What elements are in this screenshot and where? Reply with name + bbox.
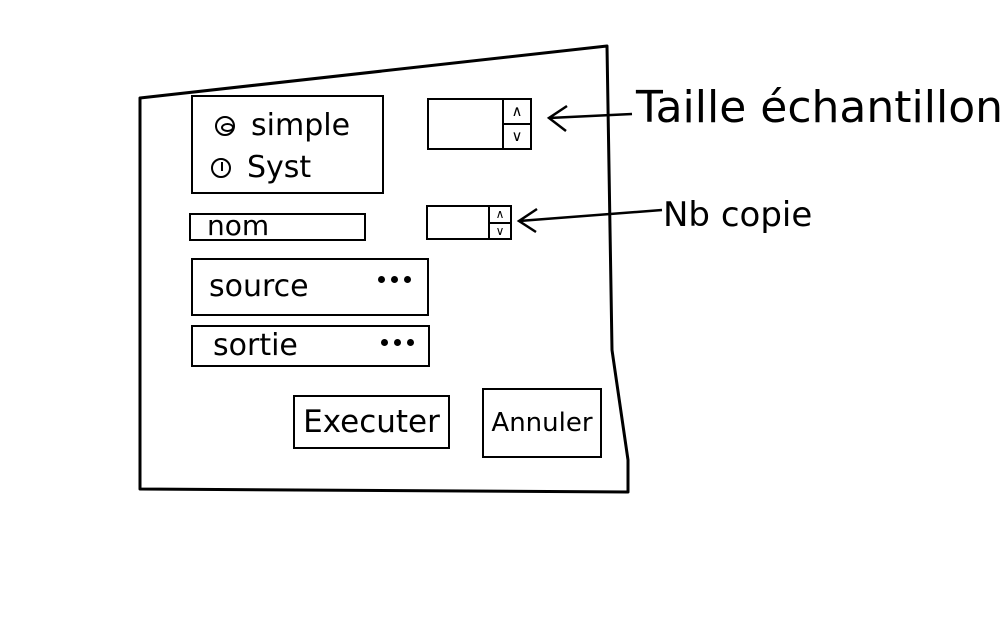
ellipsis-icon (381, 339, 388, 346)
output-field[interactable]: sortie (191, 325, 430, 367)
radio-option-syst[interactable]: Syst (211, 153, 311, 183)
copies-up-button[interactable]: ∧ (490, 207, 510, 222)
name-field[interactable]: nom (189, 209, 366, 242)
chevron-down-icon: ∨ (511, 127, 523, 145)
source-field[interactable]: source (191, 258, 429, 316)
sample-size-down-button[interactable]: ∨ (504, 123, 530, 148)
sample-size-up-button[interactable]: ∧ (504, 100, 530, 123)
source-browse-button[interactable] (378, 276, 411, 283)
source-field-placeholder: source (209, 269, 309, 304)
execute-button[interactable]: Executer (293, 395, 450, 449)
chevron-up-icon: ∧ (495, 207, 505, 222)
radio-label-simple: simple (251, 108, 351, 143)
ellipsis-icon (407, 339, 414, 346)
sample-size-spinner[interactable]: ∧ ∨ (427, 98, 532, 150)
radio-unselected-icon (211, 158, 231, 178)
radio-label-syst: Syst (247, 150, 312, 185)
chevron-down-icon: ∨ (495, 223, 505, 238)
sampling-mode-radio-group: simple Syst (191, 95, 384, 194)
chevron-up-icon: ∧ (511, 102, 523, 120)
output-field-placeholder: sortie (213, 328, 298, 363)
cancel-button[interactable]: Annuler (482, 388, 602, 458)
ellipsis-icon (394, 339, 401, 346)
annotation-sample-size: Taille échantillon (636, 82, 1004, 133)
arrow-left-icon (546, 104, 633, 132)
execute-button-label: Executer (303, 403, 440, 440)
copies-down-button[interactable]: ∨ (490, 221, 510, 239)
ellipsis-icon (391, 276, 398, 283)
ellipsis-icon (404, 276, 411, 283)
radio-selected-icon (215, 116, 235, 136)
output-browse-button[interactable] (381, 339, 414, 346)
cancel-button-label: Annuler (491, 408, 593, 438)
name-field-placeholder: nom (207, 209, 270, 242)
arrow-left-icon (516, 207, 663, 234)
ellipsis-icon (378, 276, 385, 283)
annotation-copies: Nb copie (663, 195, 813, 235)
copies-spinner[interactable]: ∧ ∨ (426, 205, 512, 240)
radio-option-simple[interactable]: simple (215, 111, 350, 141)
